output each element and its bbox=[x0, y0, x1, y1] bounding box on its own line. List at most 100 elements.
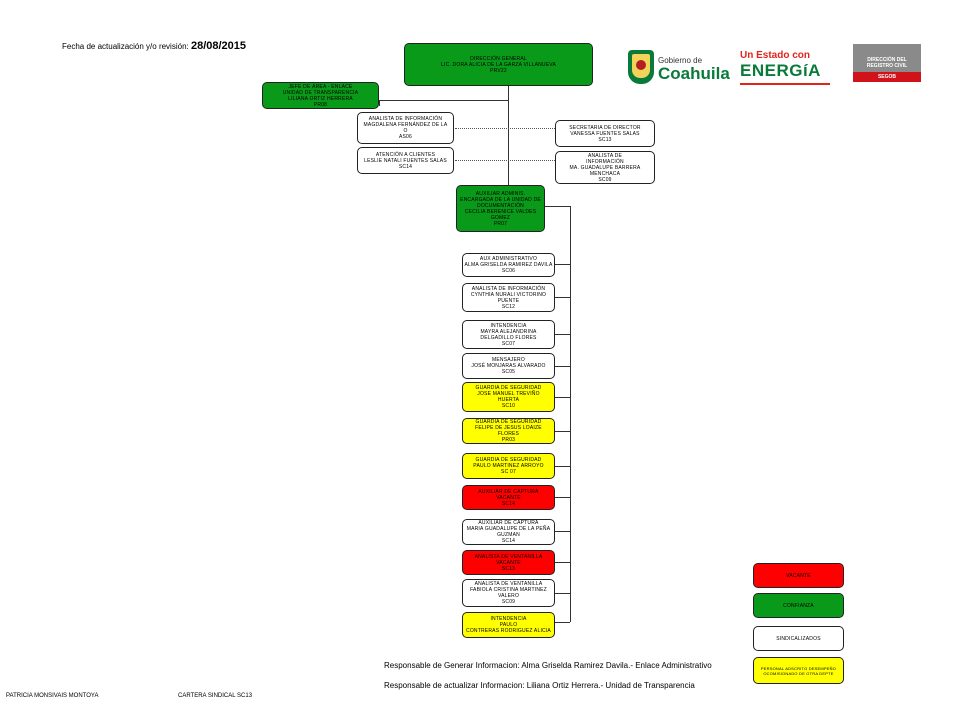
connector-column-spine bbox=[570, 206, 571, 622]
org-box-line: AS06 bbox=[398, 134, 413, 140]
org-box-line: MARIA GUADALUPE DE LA PEÑA bbox=[466, 526, 551, 532]
org-box-line: UNIDAD DE TRANSPARENCIA bbox=[282, 89, 359, 96]
legend-comisionado: PERSONAL ADSCRITO DESEMPEÑO OCOMISIONADO… bbox=[753, 657, 844, 684]
org-box-line: GOMEZ bbox=[490, 214, 511, 221]
org-box-line: DOCUMENTACIÓN bbox=[477, 202, 524, 209]
org-box-line: GUARDIA DE SEGURIDAD bbox=[475, 457, 542, 463]
date-label-text: Fecha de actualización y/o revisión: bbox=[62, 42, 189, 51]
coahuila-logo-line2: Coahuila bbox=[658, 64, 730, 83]
org-box-line: SC10 bbox=[501, 403, 516, 409]
org-box-line: AUX ADMINISTRATIVO bbox=[479, 256, 538, 262]
org-box-line: INFORMACIÓN bbox=[586, 158, 624, 165]
footer-responsable-actualizar: Responsable de actualizar Informacion: L… bbox=[384, 681, 695, 690]
connector-top-left bbox=[379, 100, 508, 101]
org-box-analista-informacion-right: ANALISTA DE INFORMACIÓN MA. GUADALUPE BA… bbox=[555, 151, 655, 184]
org-box-line: INTENDENCIA bbox=[490, 322, 527, 329]
org-box-line: ENCARGADA DE LA UNIDAD DE bbox=[460, 196, 541, 203]
org-box-line: JOSÉ MONJARAS ALVARADO bbox=[471, 363, 546, 369]
connector-mid-right bbox=[545, 206, 570, 207]
org-box-line: PR08 bbox=[313, 101, 328, 108]
org-box-line: MENSAJERO bbox=[492, 357, 525, 363]
org-box-intendencia-2: INTENDENCIA PAULO CONTRERAS RODRIGUEZ AL… bbox=[462, 612, 555, 638]
org-box-line: VANESSA FUENTES SALAS bbox=[570, 130, 640, 137]
org-box-line: PAULO MARTINEZ ARROYO bbox=[473, 463, 544, 469]
org-box-line: AUXILIAR ADMINIS. bbox=[475, 190, 526, 197]
connector-row bbox=[555, 562, 570, 563]
org-box-line: SC13 bbox=[598, 136, 612, 143]
org-box-line: SC14 bbox=[398, 163, 413, 170]
connector-left-drop bbox=[379, 100, 380, 106]
org-box-line: SC13 bbox=[501, 565, 516, 572]
org-box-line: SC06 bbox=[501, 268, 516, 274]
org-box-analista-informacion-left: ANALISTA DE INFORMACIÓN MAGDALENA FERNÁN… bbox=[357, 112, 454, 144]
legend-vacante: VACANTE bbox=[753, 563, 844, 588]
org-box-line: MA. GUADALUPE BARRERA bbox=[569, 164, 641, 171]
org-box-line: ANALISTA DE bbox=[587, 152, 623, 159]
org-box-line: GUARDIA DE SEGURIDAD bbox=[475, 419, 542, 425]
org-box-line: AUXILIAR DE CAPTURA bbox=[478, 520, 539, 526]
org-box-line: ANALISTA DE INFORMACIÓN bbox=[471, 285, 546, 292]
connector-dotted-2 bbox=[455, 160, 555, 161]
org-box-line: MAYRA ALEJANDRINA bbox=[480, 328, 537, 335]
org-box-line: ANALISTA DE INFORMACIÓN bbox=[368, 116, 443, 122]
org-box-line: ATENCIÓN A CLIENTES bbox=[375, 151, 436, 158]
org-box-line: LILIANA ORTIZ HERRERA bbox=[288, 95, 353, 102]
org-box-line: SC14 bbox=[501, 538, 516, 544]
org-box-aux-administrativo: AUX ADMINISTRATIVO ALMA GRISELDA RAMIREZ… bbox=[462, 253, 555, 277]
org-box-line: SC09 bbox=[598, 176, 612, 183]
org-box-line: GUZMAN bbox=[497, 532, 520, 538]
legend-label: VACANTE bbox=[786, 572, 811, 579]
org-box-line: GUARDIA DE SEGURIDAD bbox=[475, 385, 542, 391]
registro-logo-line3: SEGOB bbox=[853, 72, 921, 82]
org-box-intendencia-1: INTENDENCIA MAYRA ALEJANDRINA DELGADILLO… bbox=[462, 320, 555, 349]
legend-label: PERSONAL ADSCRITO DESEMPEÑO OCOMISIONADO… bbox=[760, 665, 837, 676]
connector-row bbox=[555, 264, 570, 265]
org-box-analista-ventanilla: ANALISTA DE VENTANILLA FABIOLA CRISTINA … bbox=[462, 579, 555, 607]
org-box-line: MENCHACA bbox=[589, 170, 621, 177]
legend-confianza: CONFIANZA bbox=[753, 593, 844, 618]
org-box-line: SC07 bbox=[501, 340, 516, 347]
org-box-enlace-transparencia: JEFE DE ÁREA - ENLACE UNIDAD DE TRANSPAR… bbox=[262, 82, 379, 109]
legend-label: SINDICALIZADOS bbox=[776, 635, 821, 642]
org-box-line: PR03 bbox=[501, 437, 516, 443]
org-box-line: CECILIA BERENICE VALDES bbox=[464, 208, 537, 215]
org-box-mensajero: MENSAJERO JOSÉ MONJARAS ALVARADO SC05 bbox=[462, 353, 555, 379]
connector-row bbox=[555, 431, 570, 432]
org-box-line: ANALISTA DE VENTANILLA bbox=[474, 553, 543, 560]
legend-label: CONFIANZA bbox=[783, 602, 814, 609]
org-box-line: ANALISTA DE VENTANILLA bbox=[474, 581, 543, 587]
org-box-line: VALERO bbox=[497, 593, 520, 599]
org-box-line: PRV22 bbox=[490, 67, 507, 74]
footer-responsable-generar: Responsable de Generar Informacion: Alma… bbox=[384, 661, 712, 670]
org-box-line: VACANTE bbox=[496, 494, 521, 501]
org-box-guardia-1: GUARDIA DE SEGURIDAD JOSE MANUEL TREVIÑO… bbox=[462, 382, 555, 412]
energia-logo: Un Estado con ENERGíA bbox=[740, 44, 840, 90]
coahuila-logo: Gobierno de Coahuila bbox=[628, 42, 738, 92]
org-box-line: CYNTHIA NURALI VICTORINO bbox=[470, 291, 547, 298]
org-box-guardia-3: GUARDIA DE SEGURIDAD PAULO MARTINEZ ARRO… bbox=[462, 453, 555, 479]
org-box-line: HUERTA bbox=[497, 397, 520, 403]
org-box-line: MAGDALENA FERNÁNDEZ DE LA bbox=[363, 122, 448, 128]
org-box-line: FABIOLA CRISTINA MARTINEZ bbox=[470, 587, 547, 593]
org-box-line: O bbox=[403, 128, 408, 134]
org-box-line: SC 07 bbox=[501, 469, 516, 475]
energia-underline bbox=[740, 82, 830, 85]
org-box-line: ALMA GRISELDA RAMIREZ DAVILA bbox=[464, 262, 553, 268]
registro-logo-line2: REGISTRO CIVIL bbox=[866, 63, 908, 69]
energia-logo-line1: Un Estado con bbox=[740, 49, 811, 61]
org-box-line: VACANTE bbox=[496, 559, 521, 566]
registro-logo-line1: DIRECCIÓN DEL bbox=[867, 57, 907, 63]
org-box-line: PUENTE bbox=[497, 297, 520, 304]
org-box-line: SC14 bbox=[501, 500, 516, 507]
org-box-line: LIC. DORA ALICIA DE LA GARZA VILLANUEVA bbox=[441, 61, 556, 68]
footer-bottom-name: PATRICIA MONSIVAIS MONTOYA bbox=[6, 693, 99, 699]
connector-row bbox=[555, 497, 570, 498]
org-box-encargada-documentacion: AUXILIAR ADMINIS. ENCARGADA DE LA UNIDAD… bbox=[456, 185, 545, 232]
connector-dotted-1 bbox=[455, 128, 555, 129]
org-box-line: LESLIE NATALI FUENTES SALAS bbox=[364, 157, 447, 164]
connector-top-vertical bbox=[508, 86, 509, 185]
org-box-guardia-2: GUARDIA DE SEGURIDAD FELIPE DE JESUS LOA… bbox=[462, 418, 555, 444]
org-box-line: SC05 bbox=[501, 369, 516, 375]
org-box-line: FLORES bbox=[497, 431, 520, 437]
coahuila-logo-line1: Gobierno de bbox=[658, 56, 703, 65]
